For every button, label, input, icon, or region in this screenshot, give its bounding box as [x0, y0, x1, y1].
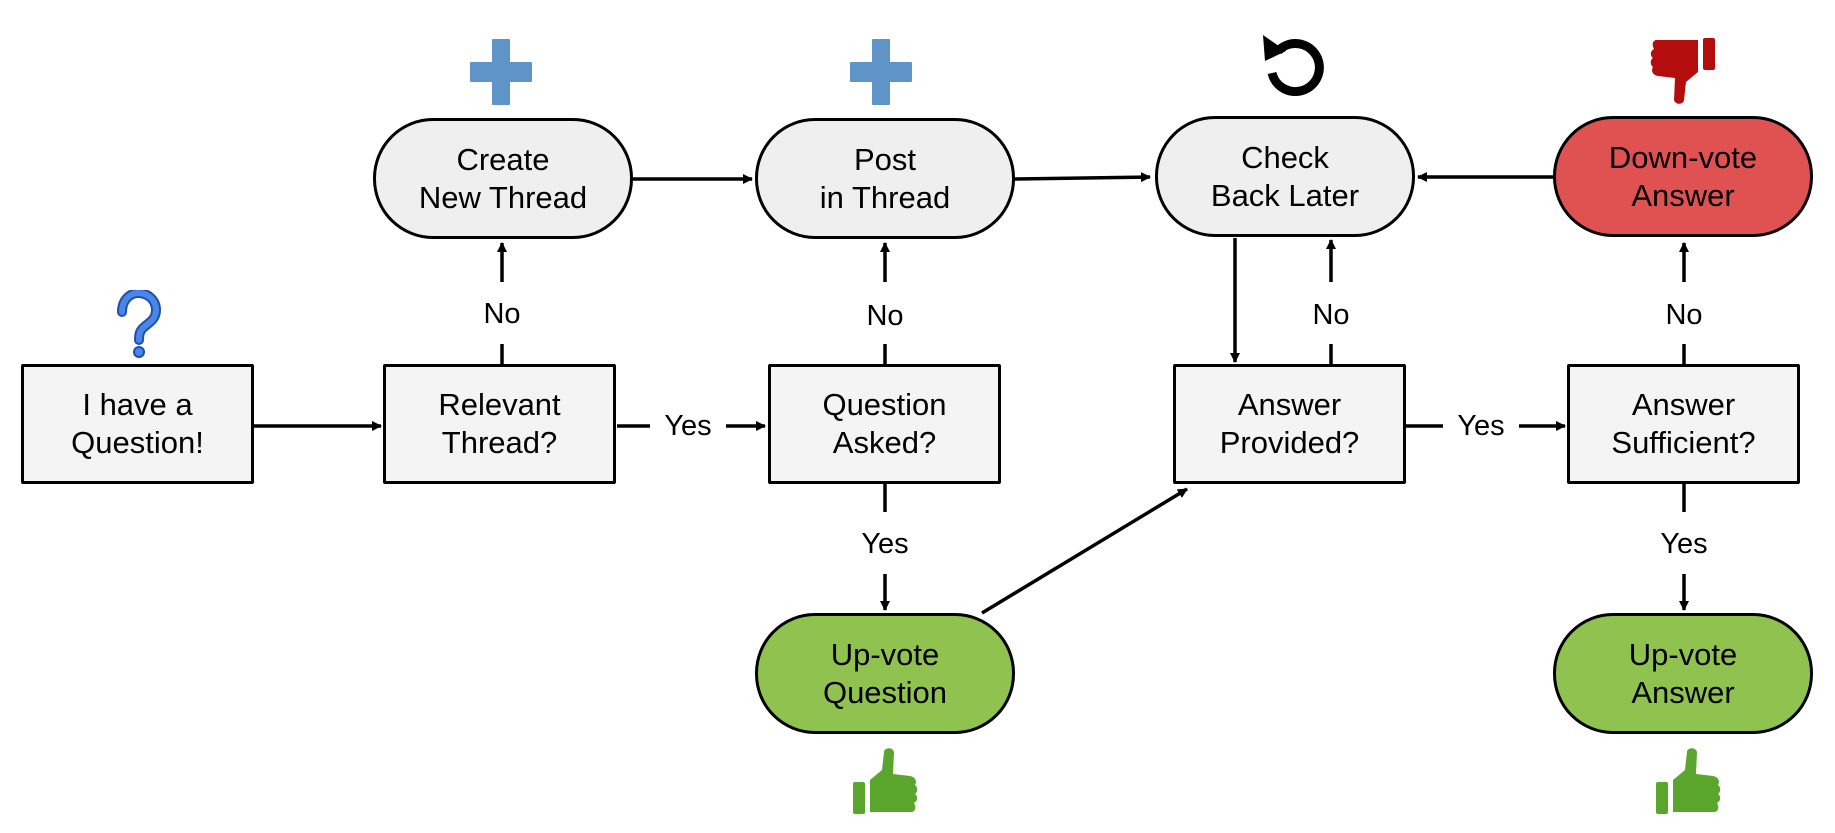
node-check-back: Check Back Later [1155, 116, 1415, 237]
node-check-back-line1: Check [1241, 139, 1329, 175]
edge-label-relevant-no: No [479, 298, 525, 330]
node-downvote-answer: Down-vote Answer [1553, 116, 1813, 237]
refresh-icon [1263, 35, 1324, 97]
question-mark-icon [117, 290, 162, 358]
node-downvote-answer-line1: Down-vote [1608, 139, 1758, 175]
plus-icon [850, 39, 912, 105]
arrow-upvote-to-provided [981, 487, 1188, 615]
edge-label-sufficient-no: No [1661, 299, 1707, 331]
node-question-asked-line1: Question [822, 387, 947, 422]
node-relevant-thread: Relevant Thread? [383, 364, 616, 484]
node-answer-provided-line2: Provided? [1219, 425, 1360, 460]
edge-label-asked-no: No [862, 300, 908, 332]
node-upvote-question-line1: Up-vote [830, 636, 940, 672]
node-start: I have a Question! [21, 364, 254, 484]
edge-label-relevant-yes: Yes [660, 410, 716, 442]
node-post-thread-line2: in Thread [819, 179, 951, 215]
node-post-thread: Post in Thread [755, 118, 1015, 239]
node-answer-sufficient: Answer Sufficient? [1567, 364, 1800, 484]
node-check-back-line2: Back Later [1210, 177, 1360, 213]
edge-label-sufficient-yes: Yes [1656, 528, 1712, 560]
node-answer-provided-line1: Answer [1237, 387, 1342, 422]
node-create-thread: Create New Thread [373, 118, 633, 239]
node-relevant-line1: Relevant [438, 387, 561, 422]
node-start-line2: Question! [71, 425, 204, 460]
arrow-post-to-check [1013, 172, 1151, 183]
thumbs-up-icon [1656, 748, 1721, 814]
node-answer-provided: Answer Provided? [1173, 364, 1406, 484]
node-answer-sufficient-line1: Answer [1631, 387, 1736, 422]
node-start-line1: I have a [82, 387, 193, 422]
edge-label-provided-no: No [1308, 299, 1354, 331]
node-answer-sufficient-line2: Sufficient? [1611, 425, 1756, 460]
thumbs-down-icon [1650, 38, 1715, 104]
node-upvote-answer-line1: Up-vote [1628, 636, 1738, 672]
node-post-thread-line1: Post [853, 141, 917, 177]
node-downvote-answer-line2: Answer [1631, 177, 1735, 213]
thumbs-up-icon [853, 748, 918, 814]
edge-label-provided-yes: Yes [1453, 410, 1509, 442]
node-question-asked-line2: Asked? [832, 425, 937, 460]
node-upvote-answer: Up-vote Answer [1553, 613, 1813, 734]
node-upvote-question-line2: Question [822, 674, 948, 710]
node-relevant-line2: Thread? [441, 425, 558, 460]
node-create-thread-line2: New Thread [418, 179, 588, 215]
plus-icon [470, 39, 532, 105]
edge-label-asked-yes: Yes [857, 528, 913, 560]
node-upvote-question: Up-vote Question [755, 613, 1015, 734]
node-question-asked: Question Asked? [768, 364, 1001, 484]
node-upvote-answer-line2: Answer [1631, 674, 1735, 710]
node-create-thread-line1: Create [456, 141, 550, 177]
